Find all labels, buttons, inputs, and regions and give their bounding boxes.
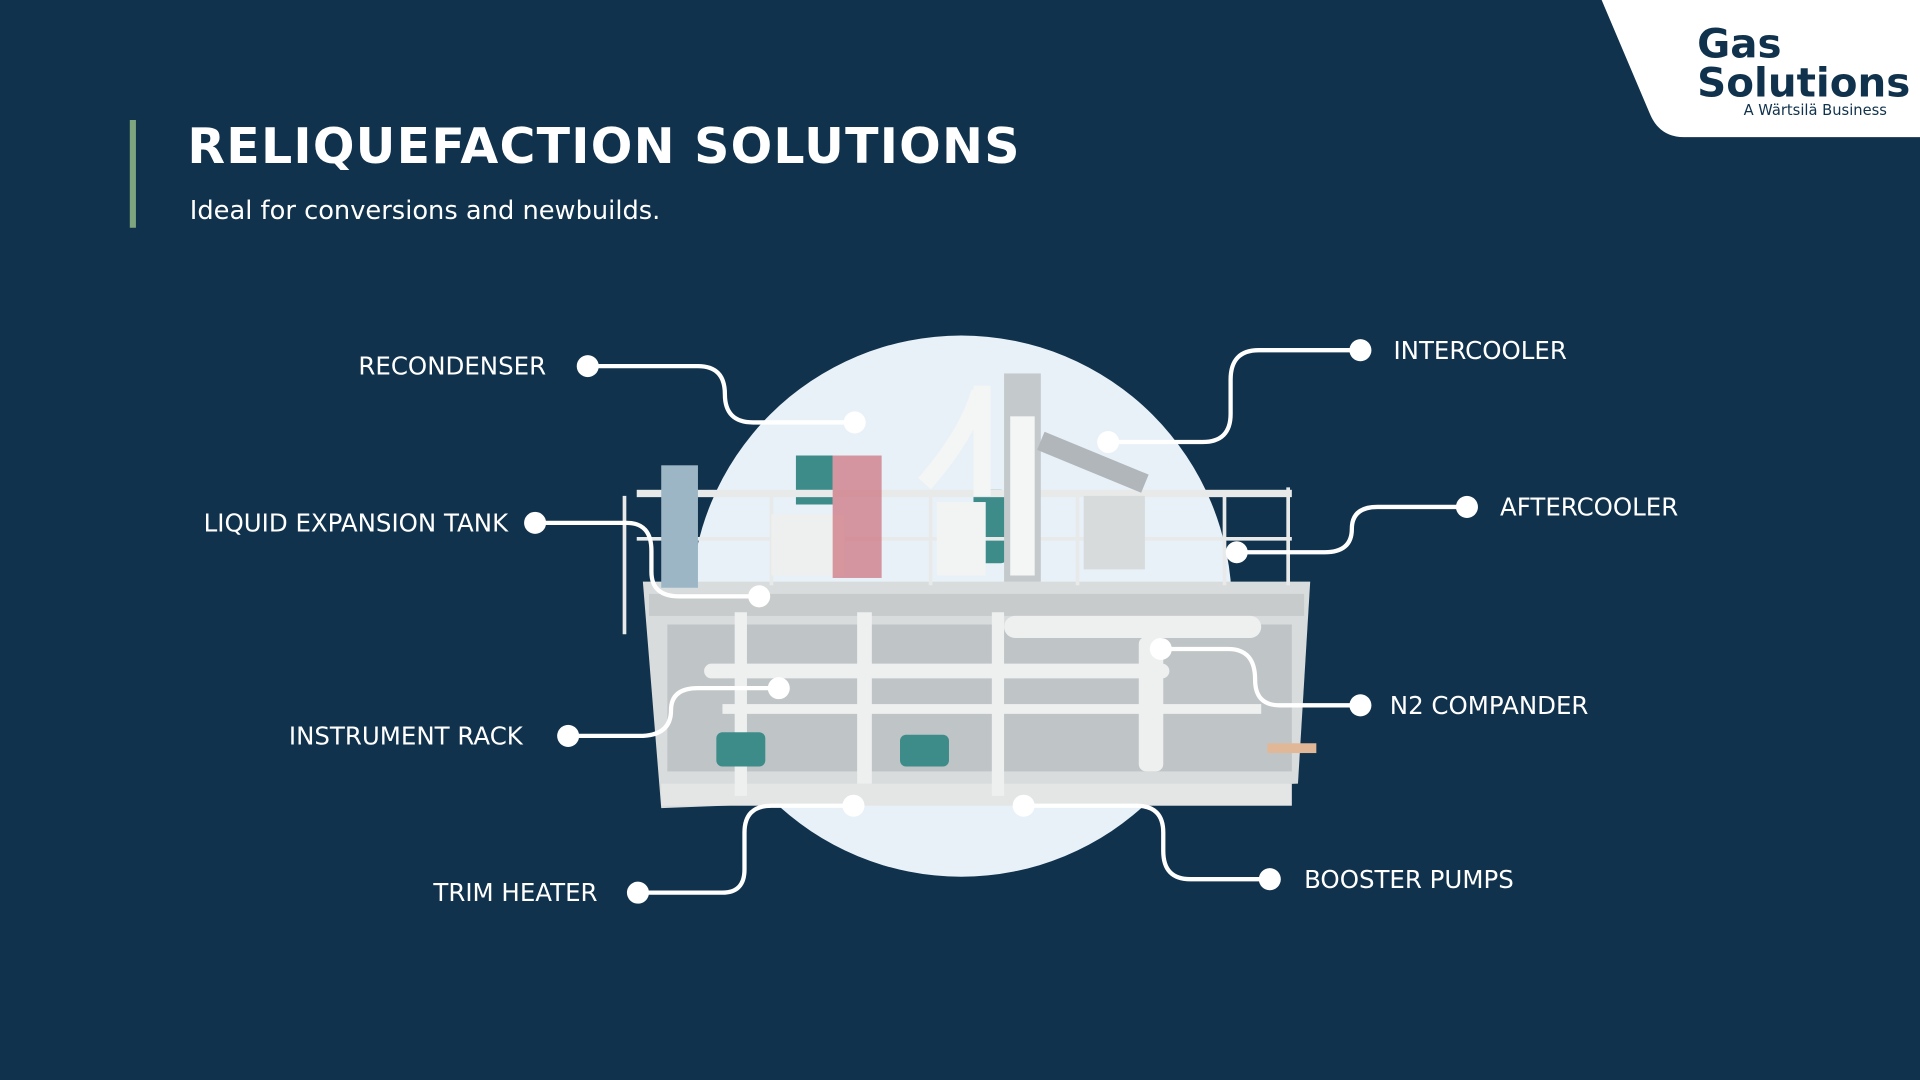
logo: Gas Solutions A Wärtsilä Business (1601, 0, 1920, 138)
callout-dots (524, 339, 1478, 904)
leader-lines (535, 348, 1467, 895)
label-n2-compander: N2 COMPANDER (1390, 691, 1589, 720)
reliquefaction-plant-image (622, 373, 1317, 809)
label-aftercooler: AFTERCOOLER (1500, 493, 1678, 522)
logo-panel (1601, 0, 1920, 138)
logo-line2: Solutions (1697, 59, 1910, 107)
label-intercooler: INTERCOOLER (1393, 336, 1566, 365)
page-title: RELIQUEFACTION SOLUTIONS (187, 118, 1020, 175)
logo-line1: Gas (1697, 20, 1781, 68)
logo-tagline: A Wärtsilä Business (1744, 102, 1887, 119)
label-instrument-rack: INSTRUMENT RACK (289, 721, 524, 750)
label-recondenser: RECONDENSER (358, 352, 546, 381)
accent-bar (129, 120, 136, 228)
page-subtitle: Ideal for conversions and newbuilds. (190, 196, 661, 226)
label-booster-pumps: BOOSTER PUMPS (1304, 865, 1514, 894)
label-liquid-expansion-tank: LIQUID EXPANSION TANK (204, 508, 509, 537)
label-trim-heater: TRIM HEATER (432, 878, 597, 907)
